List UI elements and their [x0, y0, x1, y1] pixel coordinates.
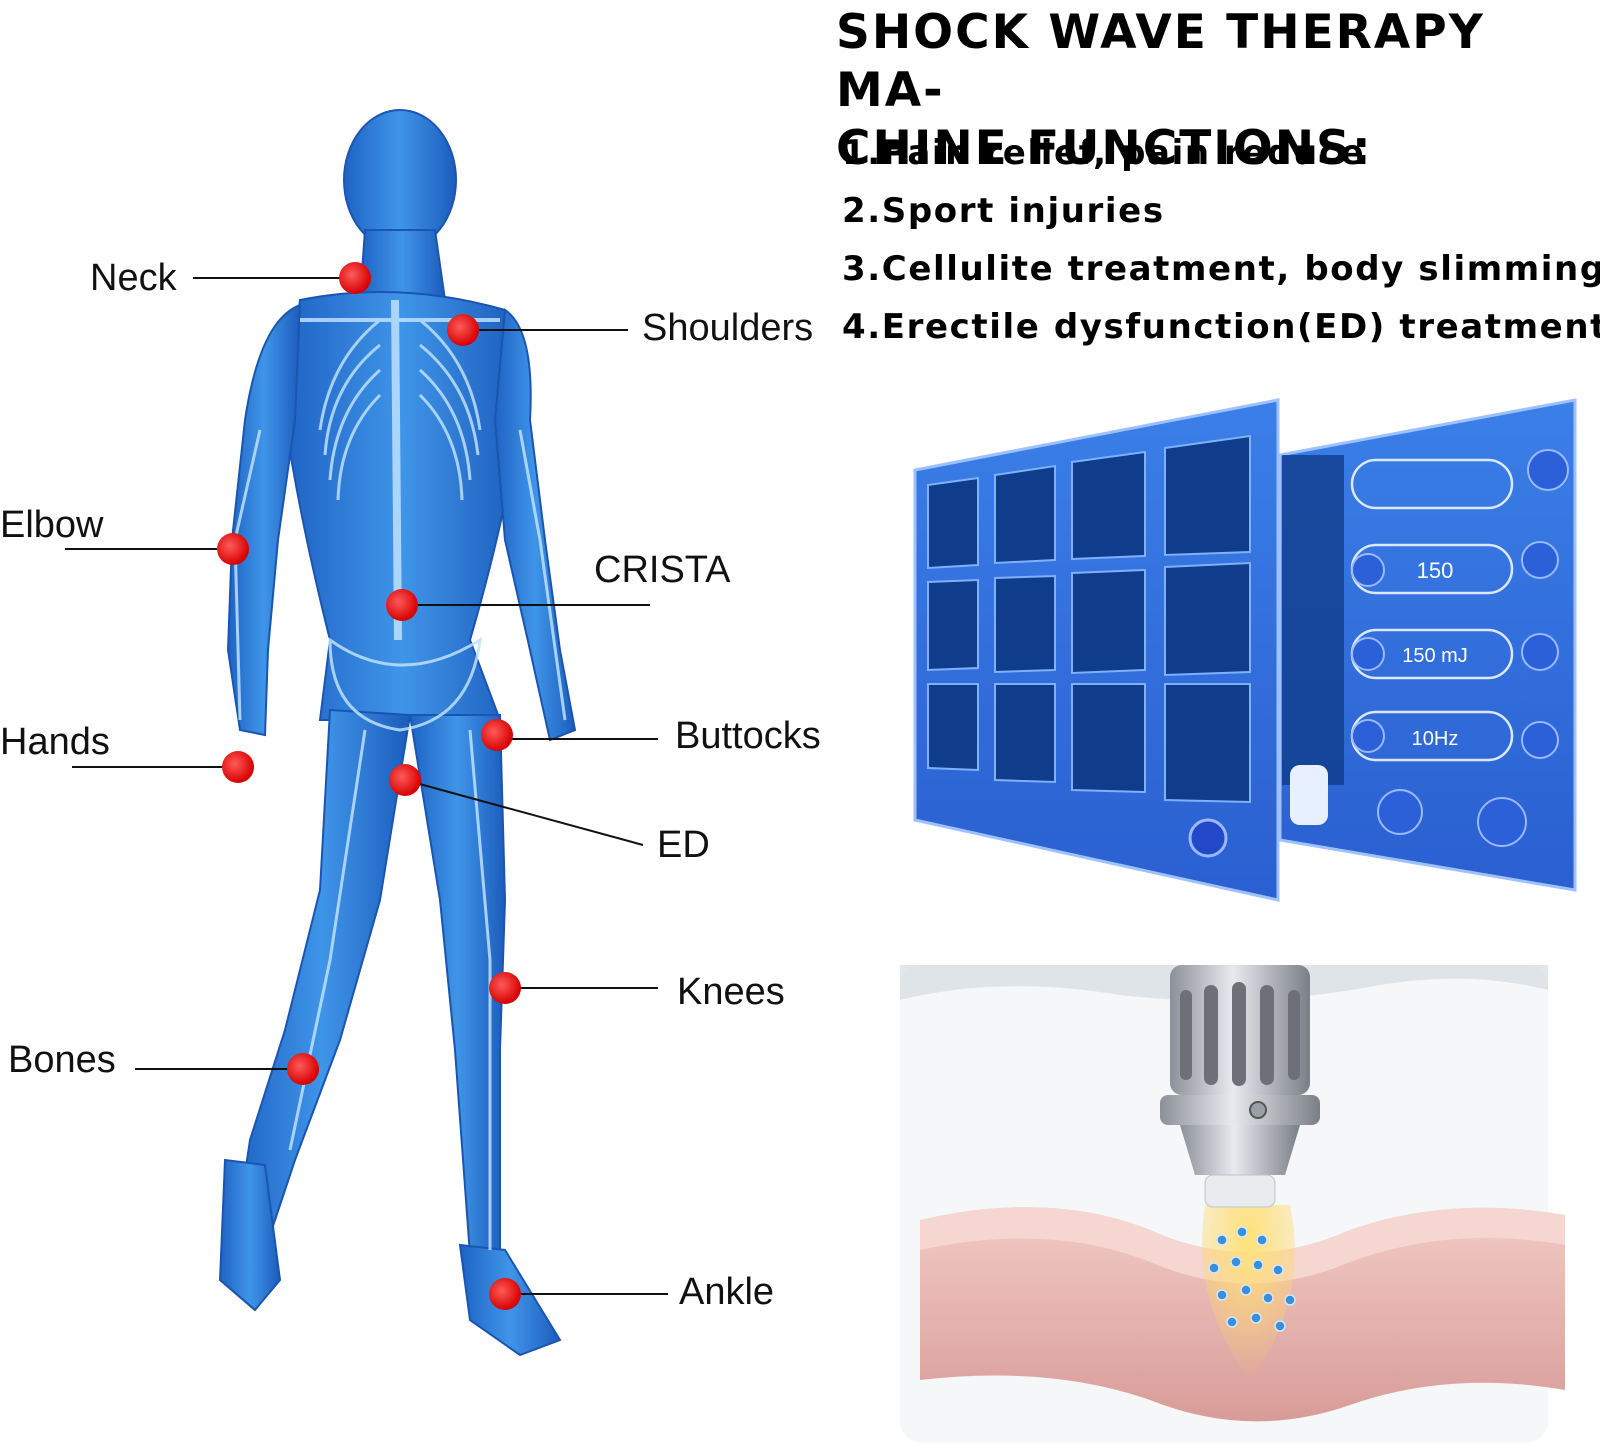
label-shoulders: Shoulders: [642, 307, 814, 349]
title-line-1: SHOCK WAVE THERAPY MA-: [836, 5, 1485, 118]
marker-shoulders: [447, 314, 479, 346]
marker-buttocks: [481, 719, 513, 751]
marker-hands: [222, 751, 254, 783]
marker-ankle: [489, 1278, 521, 1310]
device-screens: [913, 398, 1577, 902]
screen-thumbnails: [927, 434, 1251, 804]
label-neck: Neck: [90, 257, 177, 299]
marker-elbow: [217, 533, 249, 565]
label-bones: Bones: [8, 1039, 116, 1081]
label-buttocks: Buttocks: [675, 715, 821, 757]
label-ankle: Ankle: [679, 1271, 775, 1313]
marker-knees: [489, 972, 521, 1004]
screen-energy-value: 150: [1417, 558, 1454, 583]
function-item: 4.Erectile dysfunction(ED) treatment: [842, 307, 1600, 347]
label-hands: Hands: [0, 721, 110, 763]
function-item: 2.Sport injuries: [842, 191, 1165, 231]
page-title: SHOCK WAVE THERAPY MA- CHINE FUNCTIONS:: [836, 4, 1596, 178]
label-crista: CRISTA: [594, 549, 731, 591]
functions-list: 1.Pain relief, pain reduce 2.Sport injur…: [842, 124, 1600, 356]
label-elbow: Elbow: [0, 504, 104, 546]
function-item: 3.Cellulite treatment, body slimming: [842, 249, 1600, 289]
function-item: 1.Pain relief, pain reduce: [842, 133, 1366, 173]
skeleton-lines: [233, 299, 567, 1250]
label-knees: Knees: [677, 971, 785, 1013]
marker-crista: [386, 589, 418, 621]
connector-lines: [65, 277, 668, 1295]
screen-mj-value: 150 mJ: [1402, 645, 1468, 667]
label-ed: ED: [657, 824, 710, 866]
treatment-illustration: [900, 965, 1565, 1443]
marker-neck: [339, 262, 371, 294]
body-markers: [217, 262, 521, 1310]
human-figure: [218, 109, 577, 1357]
title-line-2: CHINE FUNCTIONS:: [836, 121, 1373, 176]
marker-ed: [389, 764, 421, 796]
screen-freq-value: 10Hz: [1412, 728, 1459, 750]
marker-bones: [287, 1053, 319, 1085]
